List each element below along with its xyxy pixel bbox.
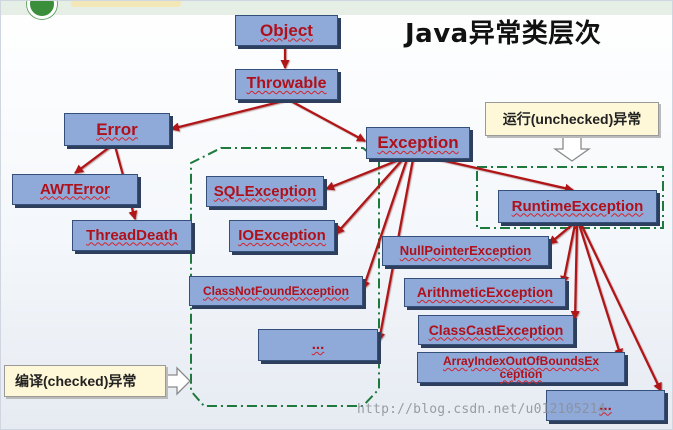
node-arrayindex-line2: ception [499,366,543,381]
watermark-url: http://blog.csdn.net/u012105214 [357,402,606,417]
arrow-exception-sqlexception [325,157,402,191]
arrow-runtime-arithmetic [560,223,577,285]
node-classcastexception: ClassCastException [418,315,574,345]
node-checked-more: ... [258,329,378,361]
node-arrayindex-line1: ArrayIndexOutOfBoundsEx [442,353,600,368]
arrow-runtime-nullpointer [548,223,574,245]
callout-arrow-down-icon [552,135,592,162]
callout-arrow-right-icon [165,366,191,396]
arrow-throwable-error [170,98,288,132]
node-classnotfoundexception: ClassNotFoundException [189,276,363,306]
node-error: Error [64,113,170,146]
arrow-exception-runtime [418,153,574,193]
node-object: Object [235,15,338,46]
callout-unchecked: 运行(unchecked)异常 [485,102,659,136]
node-runtime-more: ... [546,390,665,421]
arrow-runtime-more [580,223,662,392]
arrow-exception-ioexception [335,158,404,235]
arrow-runtime-classcast [570,223,580,320]
unchecked-group-outline [476,166,664,229]
node-arrayindexoutofboundsexception: ArrayIndexOutOfBoundsEx ception [417,352,625,383]
node-sqlexception: SQLException [206,176,324,207]
node-awterror: AWTError [12,174,138,205]
arrow-throwable-exception [288,99,366,142]
node-throwable: Throwable [235,69,338,100]
node-ioexception: IOException [229,220,335,252]
arrow-error-awterror [74,145,112,174]
node-runtimeexception: RuntimeException [498,190,657,223]
node-arithmeticexception: ArithmeticException [404,278,566,307]
logo-circle-icon [27,1,57,19]
arrow-runtime-arrayindex [577,223,623,358]
node-nullpointerexception: NullPointerException [382,236,549,266]
arrow-exception-classnotfound [361,158,409,290]
node-threaddeath: ThreadDeath [72,220,192,251]
page-title: Java异常类层次 [405,19,602,49]
logo [9,1,181,19]
node-exception: Exception [366,127,470,159]
callout-checked: 编译(checked)异常 [4,365,166,397]
logo-banner [71,1,181,7]
